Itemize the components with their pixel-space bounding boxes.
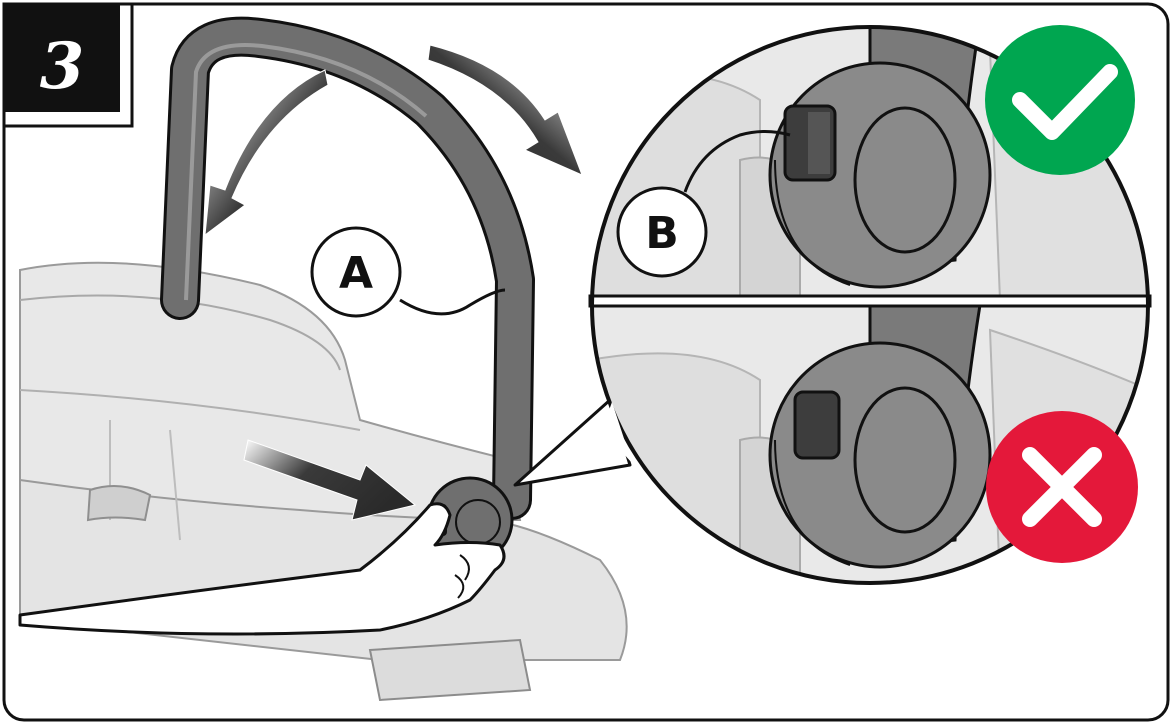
leader-line-a xyxy=(399,288,506,316)
callout-b-label: B xyxy=(645,208,679,259)
checkmark-badge xyxy=(985,25,1135,175)
arrow-icon xyxy=(427,44,583,176)
carrier-rim xyxy=(19,294,341,371)
callout-a-circle xyxy=(310,226,402,318)
carrier-foot xyxy=(368,638,532,702)
leader-line-b xyxy=(683,130,791,193)
zoom-circle-border xyxy=(590,25,1150,585)
arrow-icon xyxy=(243,439,417,521)
carrier-side-line xyxy=(19,389,361,431)
callout-a-label: A xyxy=(339,248,373,299)
belt-guide xyxy=(86,485,152,522)
hand xyxy=(18,502,506,636)
cross-icon xyxy=(1022,447,1102,527)
checkmark-icon xyxy=(1012,64,1118,140)
arrow-icon xyxy=(204,69,329,237)
carrier-shell xyxy=(19,261,522,522)
zoom-divider xyxy=(588,294,1152,308)
step-number: 3 xyxy=(40,29,85,104)
release-button-popped xyxy=(793,390,841,460)
callout-b-circle xyxy=(616,186,708,278)
